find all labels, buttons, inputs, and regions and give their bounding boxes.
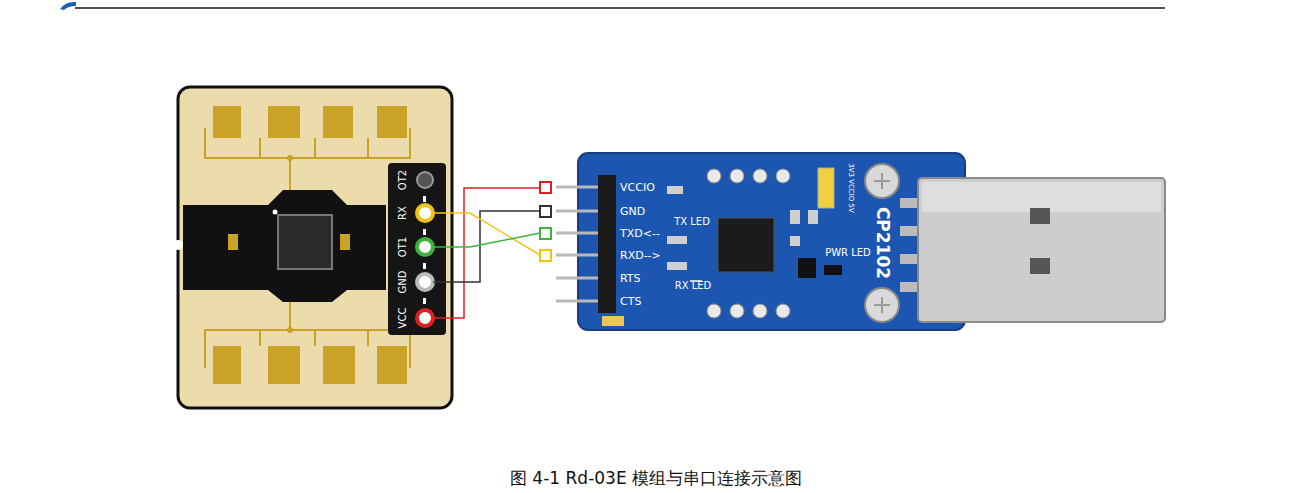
pin-name: GND xyxy=(620,206,645,217)
led-label: TX LED xyxy=(674,217,710,227)
pin-name: RXD--> xyxy=(620,250,661,261)
led-label: PWR LED xyxy=(825,248,871,258)
pin-name: VCCIO xyxy=(620,182,655,193)
chip-name: CP2102 xyxy=(874,207,891,279)
pin-name: VCC xyxy=(398,308,408,329)
pin-name: OT2 xyxy=(398,170,408,190)
pin-name: TXD<-- xyxy=(620,228,660,239)
pin-name: OT1 xyxy=(398,237,408,257)
pin-name: GND xyxy=(398,271,408,294)
pin-name: RX xyxy=(398,206,408,220)
figure-caption: 图 4-1 Rd-03E 模组与串口连接示意图 xyxy=(510,467,802,490)
jumper-label: 3V3 VCCIO 5V xyxy=(847,163,854,213)
pin-name: CTS xyxy=(620,296,641,307)
pin-name: RTS xyxy=(620,273,641,284)
led-label: RX LED xyxy=(675,281,712,291)
